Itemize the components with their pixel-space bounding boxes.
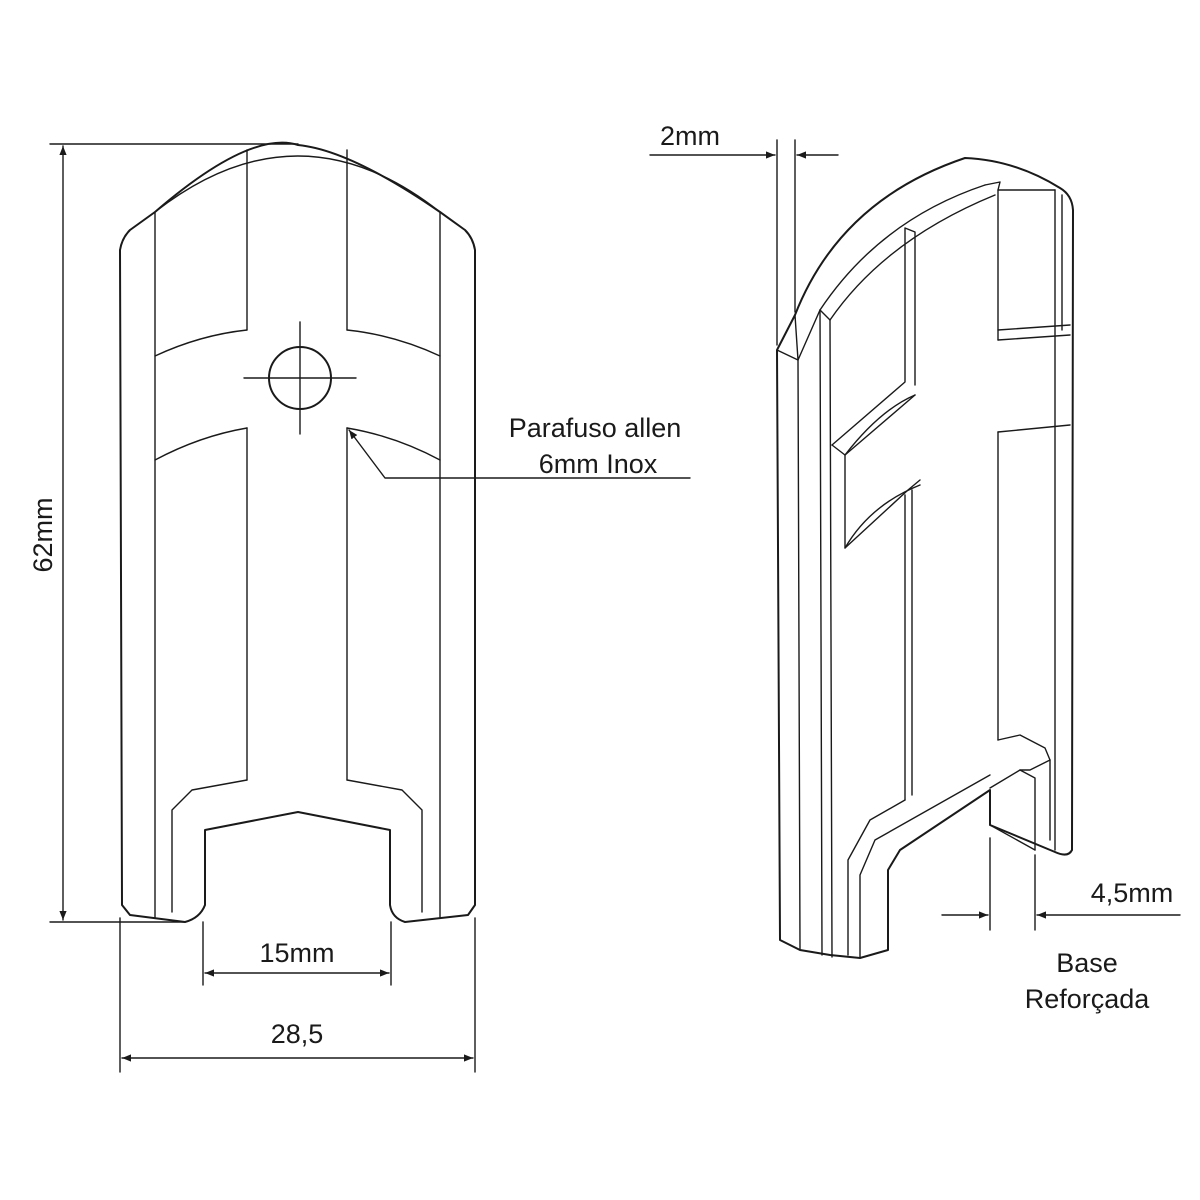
front-outline	[119, 141, 476, 923]
iso-dimensions: 2mm 4,5mm Base Reforçada	[649, 121, 1181, 1014]
iso-slot-bottom	[989, 824, 1036, 851]
iso-groove-arm-left	[831, 394, 916, 456]
screw-leader-line	[348, 429, 691, 479]
iso-groove-lower-left	[844, 454, 921, 549]
iso-arm-lower-curve	[844, 484, 921, 549]
iso-arm-right-top	[997, 334, 1071, 341]
arm-lower-left	[154, 427, 248, 461]
iso-edge-front	[794, 314, 801, 951]
isometric-view	[776, 157, 1074, 959]
slot-frame-right	[346, 779, 423, 913]
screw-callout: Parafuso allen 6mm Inox	[348, 413, 691, 479]
iso-slot-top	[989, 759, 1051, 789]
height-label: 62mm	[28, 497, 58, 572]
iso-top-arc-inner2	[829, 194, 996, 321]
base-label-line1: Base	[1056, 948, 1118, 978]
arm-upper-right	[346, 329, 441, 357]
top-arc	[154, 155, 441, 213]
screw-label-line1: Parafuso allen	[509, 413, 682, 443]
iso-slot-right	[997, 734, 1051, 841]
arm-lower-right	[346, 427, 441, 461]
iso-slot-right-inner	[1019, 769, 1036, 851]
slot-frame-left	[171, 779, 248, 913]
thickness-label: 2mm	[660, 121, 720, 151]
iso-top-step	[797, 309, 831, 361]
front-view	[119, 141, 476, 923]
iso-edge-corner	[776, 349, 799, 361]
slot-width-label: 15mm	[259, 938, 334, 968]
iso-arm-right-bottom	[997, 424, 1071, 433]
screw-label-line2: 6mm Inox	[539, 449, 658, 479]
iso-slot-left-inner	[859, 774, 991, 959]
iso-outline	[776, 157, 1074, 959]
iso-top-arc-inner	[819, 184, 986, 311]
iso-layer-2	[829, 319, 833, 958]
iso-groove-upper-right	[997, 189, 1071, 331]
base-width-label: 4,5mm	[1091, 878, 1174, 908]
arm-upper-left	[154, 329, 248, 357]
iso-top-notch	[984, 181, 1056, 191]
iso-layer-1	[819, 309, 823, 956]
iso-groove-upper-left	[831, 227, 916, 446]
total-width-label: 28,5	[271, 1019, 324, 1049]
iso-slot-left	[847, 799, 906, 956]
iso-arm-upper-curve	[844, 394, 916, 456]
base-label-line2: Reforçada	[1025, 984, 1151, 1014]
front-dimensions: 62mm 15mm 28,5	[28, 143, 476, 1073]
